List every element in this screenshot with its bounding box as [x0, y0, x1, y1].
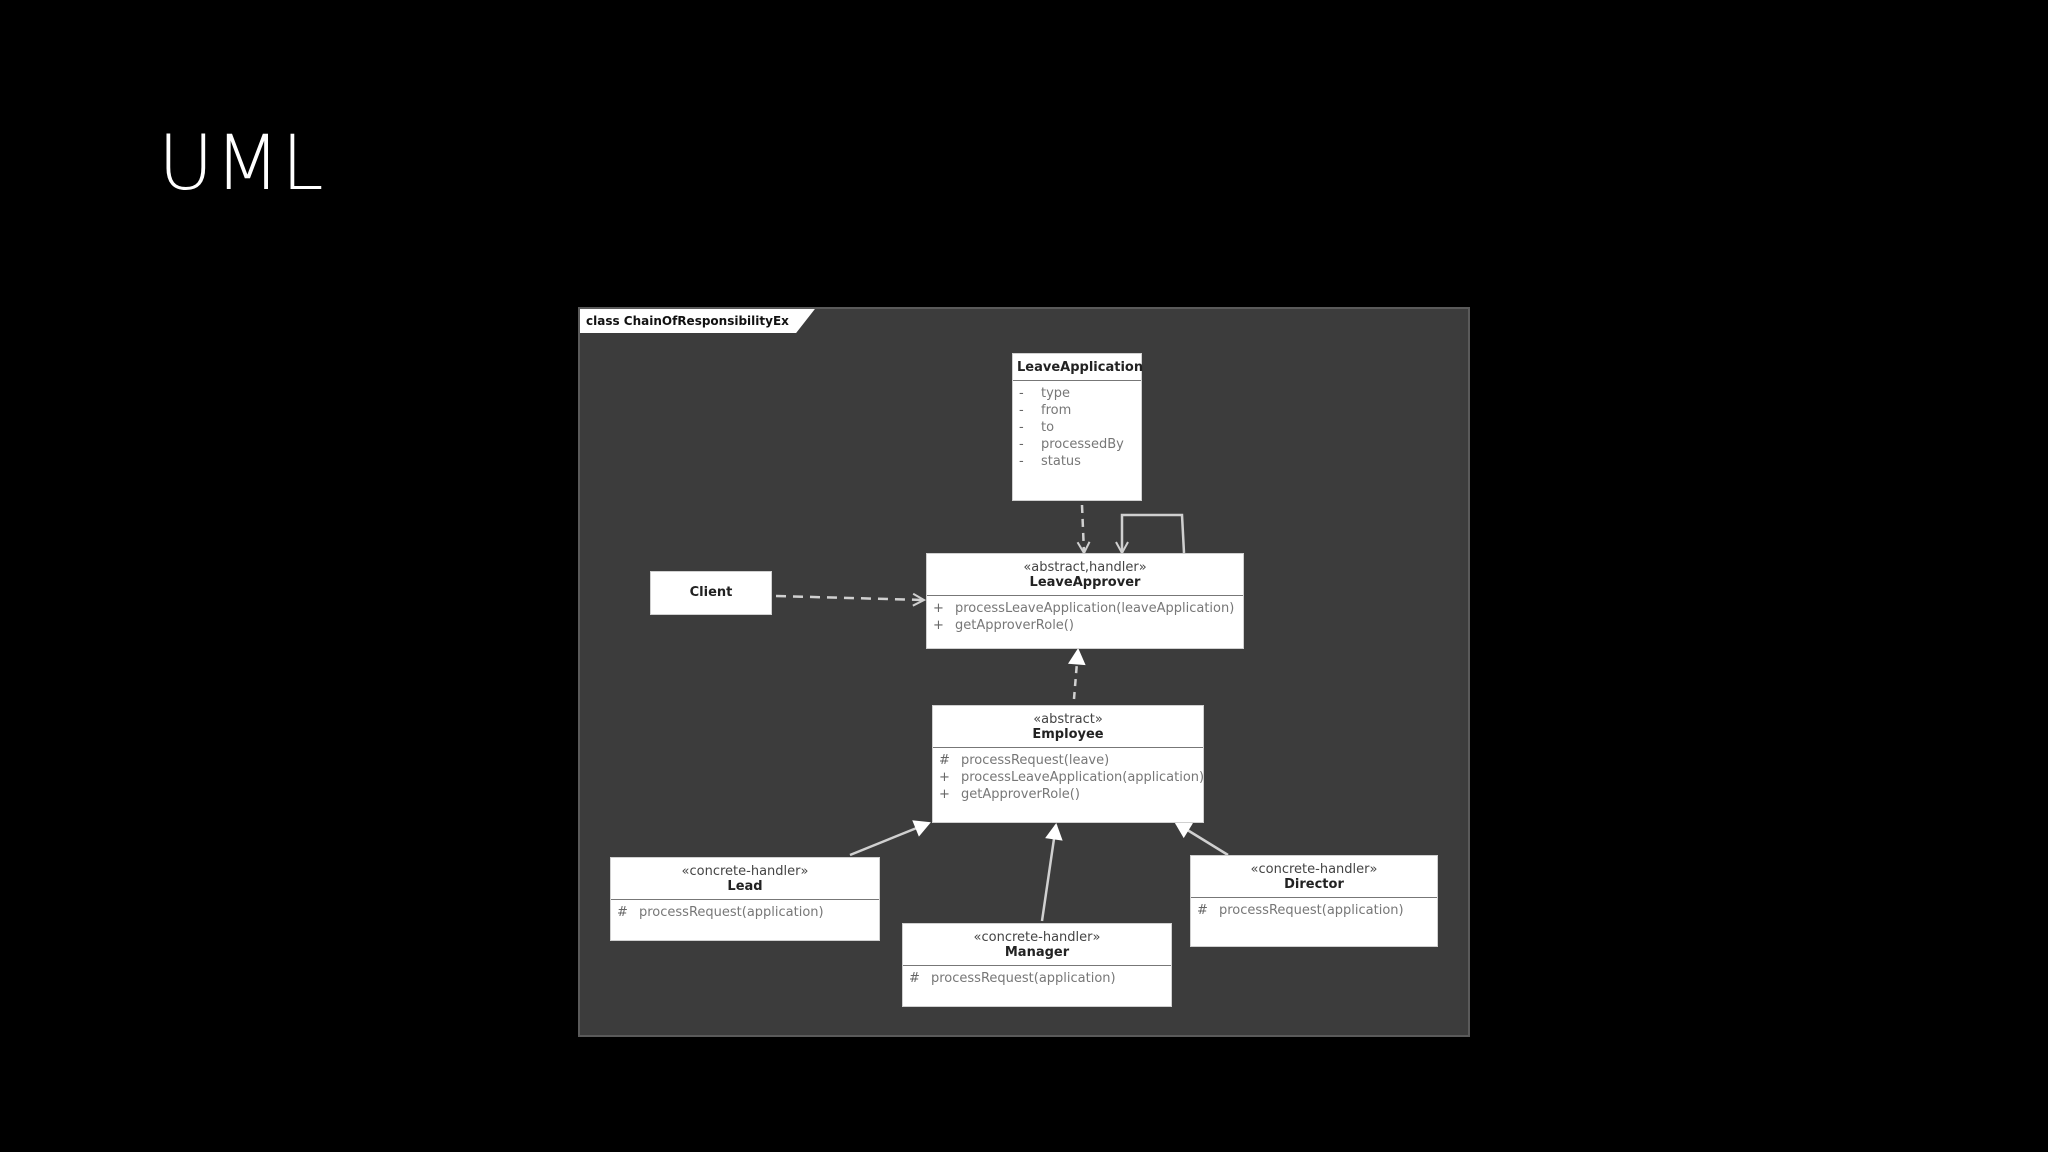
stereotype: «concrete-handler» [1250, 862, 1378, 877]
class-name: LeaveApplication [1017, 360, 1144, 375]
class-name: Director [1284, 877, 1344, 892]
stereotype: «abstract,handler» [1023, 560, 1147, 575]
relationship-arrows [775, 504, 1229, 922]
uml-diagram-frame: class ChainOfResponsibilityEx LeaveAppli… [578, 307, 1470, 1037]
generalization-lead-to-employee [849, 820, 931, 857]
generalization-manager-to-employee [1040, 822, 1063, 922]
class-manager: «concrete-handler» Manager #processReque… [902, 923, 1172, 1007]
class-leaveapprover: «abstract,handler» LeaveApprover +proces… [926, 553, 1244, 649]
stereotype: «concrete-handler» [681, 864, 809, 879]
frame-label: class ChainOfResponsibilityEx [580, 309, 815, 333]
class-lead: «concrete-handler» Lead #processRequest(… [610, 857, 880, 941]
operation-row: #processRequest(application) [909, 971, 1116, 986]
operation-row: #processRequest(application) [617, 905, 824, 920]
operation-row: +getApproverRole() [933, 618, 1074, 633]
class-name: Employee [1032, 727, 1104, 742]
class-director: «concrete-handler» Director #processRequ… [1190, 855, 1438, 947]
attribute-row: -processedBy [1019, 437, 1124, 452]
operation-row: #processRequest(application) [1197, 903, 1404, 918]
stereotype: «abstract» [1033, 712, 1103, 727]
class-name: Client [689, 585, 733, 600]
dependency-leaveapplication-to-leaveapprover [1082, 504, 1084, 553]
class-name: Lead [727, 879, 763, 894]
operation-row: +processLeaveApplication(leaveApplicatio… [933, 601, 1235, 616]
class-leaveapplication: LeaveApplication -type -from -to -proces… [1012, 353, 1144, 501]
self-association-leaveapprover [1122, 513, 1186, 553]
class-employee: «abstract» Employee #processRequest(leav… [932, 705, 1204, 823]
class-name: LeaveApprover [1029, 575, 1141, 590]
attribute-row: -from [1019, 403, 1072, 418]
slide-title: UML [158, 118, 325, 207]
stereotype: «concrete-handler» [973, 930, 1101, 945]
generalization-director-to-employee [1174, 821, 1229, 857]
operation-row: +getApproverRole() [939, 787, 1080, 802]
class-name: Manager [1004, 945, 1070, 960]
attribute-row: -to [1019, 420, 1055, 435]
class-client: Client [650, 571, 772, 615]
dependency-client-to-leaveapprover [775, 596, 924, 600]
operation-row: +processLeaveApplication(application) [939, 770, 1205, 785]
attribute-row: -type [1019, 386, 1071, 401]
realization-employee-to-leaveapprover [1068, 647, 1086, 700]
operation-row: #processRequest(leave) [939, 753, 1110, 768]
attribute-row: -status [1019, 454, 1081, 469]
